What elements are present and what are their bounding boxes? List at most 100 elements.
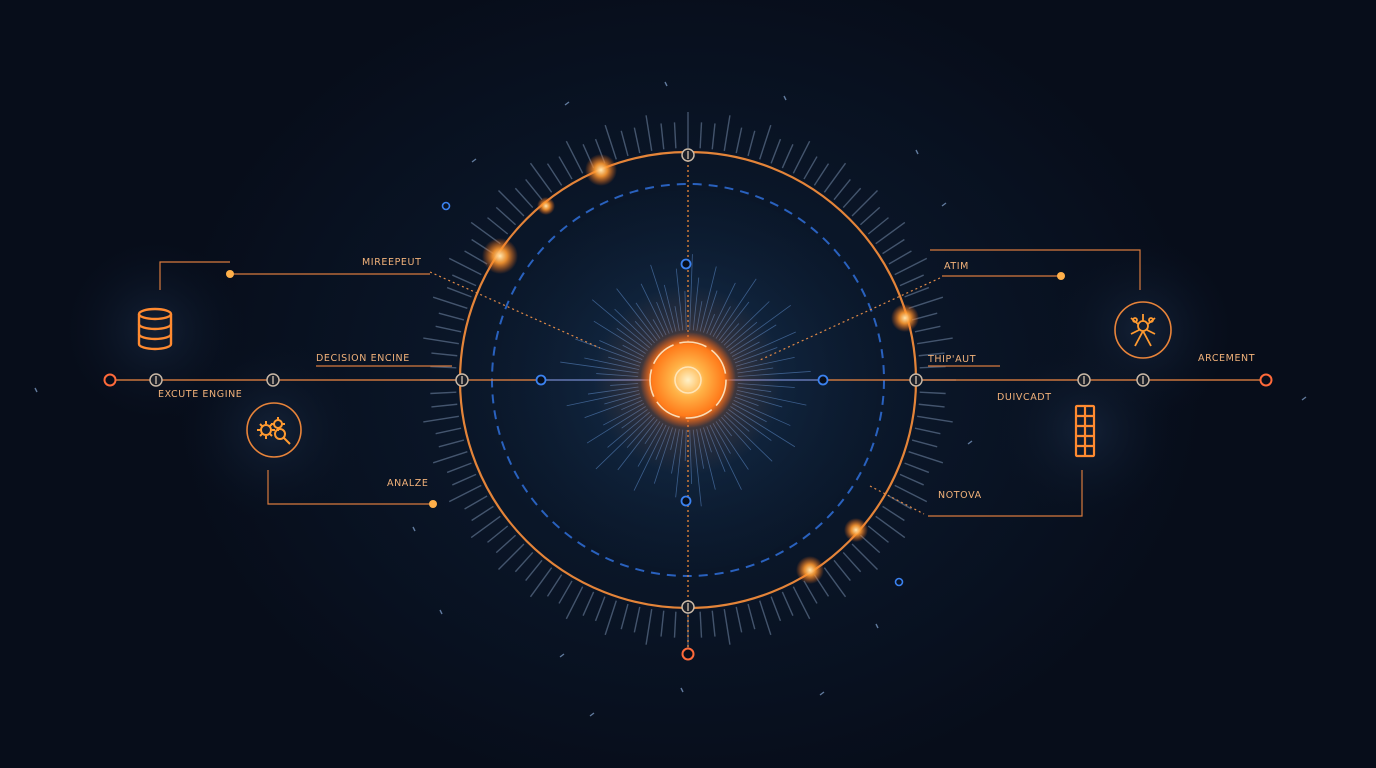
core-inner-ring — [674, 366, 702, 394]
ring-tick — [723, 115, 731, 151]
blue-node — [535, 374, 547, 386]
ring-tick — [498, 190, 525, 217]
ring-tick — [495, 206, 517, 226]
ring-tick — [711, 123, 716, 150]
callout-line — [930, 249, 1141, 290]
ring-tick — [498, 543, 525, 570]
ring-tick — [660, 123, 665, 150]
ring-tick — [735, 606, 743, 633]
ring-tick — [558, 156, 573, 180]
ring-tick — [867, 525, 889, 543]
background-particles — [34, 81, 1307, 717]
ring-spark — [844, 518, 868, 542]
ring-tick — [792, 140, 811, 174]
axis-endpoint — [103, 373, 117, 387]
ring-spark — [891, 304, 919, 332]
ring-tick — [918, 403, 945, 408]
core-ring — [649, 341, 727, 419]
ring-tick — [711, 610, 716, 637]
callout-dot — [1057, 272, 1065, 280]
callout-line — [159, 261, 230, 290]
axis-endpoint — [681, 647, 695, 661]
ring-tick — [464, 495, 488, 510]
particle — [941, 202, 947, 207]
ring-tick — [908, 296, 944, 309]
ring-tick — [430, 391, 457, 395]
ring-tick — [875, 515, 906, 539]
ring-tick — [770, 138, 782, 164]
ring-tick — [565, 586, 584, 620]
ring-tick — [699, 122, 703, 149]
callout-dot — [226, 270, 234, 278]
ring-tick — [882, 505, 905, 522]
ring-tick — [759, 600, 772, 636]
ring-tick — [448, 484, 482, 503]
ring-tick — [435, 427, 462, 435]
ring-tick — [894, 257, 928, 276]
particle — [439, 609, 443, 615]
ring-tick — [917, 415, 953, 423]
axis-endpoint — [1259, 373, 1273, 387]
ring-tick — [452, 274, 477, 287]
ring-tick — [594, 596, 606, 622]
gears-magnifier-icon — [244, 400, 304, 460]
blue-node — [894, 577, 904, 587]
ring-tick — [759, 124, 772, 160]
ring-tick — [558, 580, 573, 604]
ring-tick — [660, 610, 665, 637]
ring-tick — [888, 250, 912, 265]
ring-tick — [546, 574, 563, 597]
ring-tick — [446, 286, 472, 298]
energy-core-icon — [640, 332, 736, 428]
ring-tick — [620, 603, 629, 630]
ring-tick — [525, 179, 543, 201]
ring-tick — [529, 567, 553, 598]
label-notova: NOTOVA — [938, 490, 982, 501]
particle — [34, 387, 38, 393]
ring-tick — [747, 603, 756, 630]
blue-node — [441, 201, 451, 211]
ring-tick — [673, 611, 677, 638]
ring-tick — [851, 190, 878, 217]
callout-line — [928, 470, 1083, 517]
label-thip-aut: THIP'AUT — [928, 354, 977, 365]
ring-tick — [448, 257, 482, 276]
particle — [1301, 396, 1307, 401]
ring-tick — [899, 274, 924, 287]
ring-tick — [431, 352, 458, 357]
ring-tick — [833, 179, 851, 201]
ring-tick — [859, 206, 881, 226]
label-mireepeut: MIREEPEUT — [362, 257, 422, 268]
ring-tick — [781, 591, 794, 616]
ring-spark — [796, 556, 824, 584]
network-node-icon — [1113, 300, 1173, 360]
ring-tick — [432, 451, 468, 464]
ring-tick — [911, 439, 938, 448]
ring-tick — [446, 462, 472, 474]
ring-tick — [699, 611, 703, 638]
ring-tick — [894, 484, 928, 503]
ring-tick — [633, 606, 641, 633]
ring-tick — [431, 403, 458, 408]
ring-spark — [585, 154, 617, 186]
particle — [589, 712, 595, 717]
particle — [967, 440, 973, 445]
ring-tick — [432, 296, 468, 309]
blue-node — [817, 374, 829, 386]
particle — [783, 95, 787, 101]
ring-spark — [537, 197, 555, 215]
ring-tick — [851, 543, 878, 570]
particle — [471, 158, 477, 163]
particle — [564, 101, 570, 106]
ring-tick — [803, 580, 818, 604]
ring-tick — [735, 127, 743, 154]
ring-tick — [919, 391, 946, 395]
particle — [664, 81, 668, 87]
ring-tick — [723, 609, 731, 645]
ring-tick — [747, 130, 756, 157]
ring-tick — [529, 162, 553, 193]
ring-tick — [565, 140, 584, 174]
label-decision-engine: DECISION ENCINE — [316, 353, 410, 364]
ring-tick — [620, 130, 629, 157]
ring-tick — [842, 551, 862, 573]
